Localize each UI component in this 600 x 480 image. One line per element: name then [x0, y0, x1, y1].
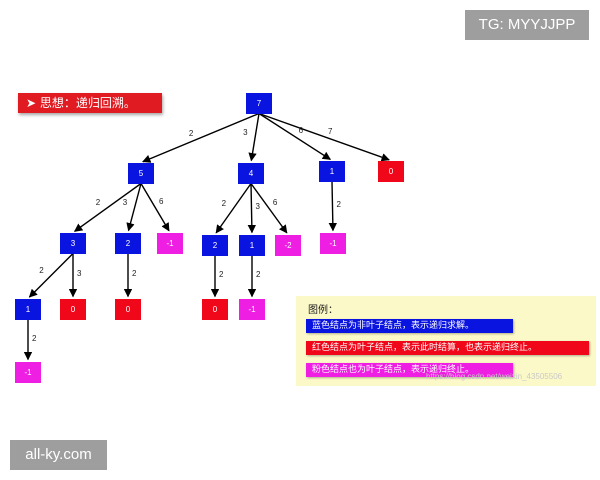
edge-label: 2 — [221, 199, 227, 209]
edge-n5-m1a — [140, 183, 170, 232]
tree-node-blue: 1 — [239, 234, 265, 256]
tree-node-red: 0 — [378, 160, 404, 182]
edge-n4-m2 — [250, 183, 288, 234]
tree-node-pink: -2 — [275, 234, 301, 256]
idea-title-box: ➤ 思想：递归回溯。 — [18, 93, 162, 113]
legend-faint-url: https://blog.csdn.net/weixin_43505506 — [426, 372, 563, 381]
tree-node-pink: -1 — [239, 298, 265, 320]
edge-label: 2 — [219, 270, 224, 279]
tree-node-pink: -1 — [15, 361, 41, 383]
tree-node-blue: 4 — [238, 162, 264, 184]
legend-title: 图例： — [308, 305, 338, 316]
edge-label: 2 — [336, 200, 341, 209]
tree-node-blue: 3 — [60, 232, 86, 254]
edge-label: 3 — [77, 269, 82, 278]
watermark-bottom: all-ky.com — [10, 440, 107, 470]
watermark-top: TG: MYYJJPP — [465, 10, 589, 40]
edge-label: 2 — [95, 198, 101, 208]
tree-node-red: 0 — [202, 298, 228, 320]
edge-label: 2 — [39, 266, 44, 276]
legend-item-red: 红色结点为叶子结点，表示此时结算，也表示递归终止。 — [306, 341, 589, 355]
edge-root-n1a — [258, 112, 332, 161]
edge-root-n0a — [258, 112, 390, 162]
legend-item-blue: 蓝色结点为非叶子结点，表示递归求解。 — [306, 319, 513, 333]
edge-label: 2 — [188, 128, 194, 138]
edge-label: 6 — [272, 198, 278, 208]
edge-label: 3 — [255, 202, 260, 211]
edge-label: 6 — [158, 197, 164, 207]
legend-item-pink: 粉色结点也为叶子结点，表示递归终止。 — [306, 363, 513, 377]
tree-node-blue: 7 — [246, 92, 272, 114]
tree-node-red: 0 — [60, 298, 86, 320]
edge-label: 2 — [32, 333, 37, 343]
edge-n4-n1b — [247, 183, 257, 234]
edge-label: 3 — [243, 128, 248, 137]
edge-n5-n2a — [126, 183, 142, 232]
edge-label: 6 — [298, 126, 304, 136]
tree-node-blue: 2 — [115, 232, 141, 254]
edge-root-n5 — [142, 112, 260, 163]
tree-node-pink: -1 — [320, 232, 346, 254]
tree-node-blue: 2 — [202, 234, 228, 256]
edge-label: 2 — [256, 270, 261, 279]
tree-node-blue: 1 — [15, 298, 41, 320]
edge-label: 2 — [132, 269, 137, 278]
edge-label: 7 — [328, 126, 333, 136]
tree-node-pink: -1 — [157, 232, 183, 254]
edge-n5-n3 — [73, 182, 142, 232]
tree-node-red: 0 — [115, 298, 141, 320]
edge-n1a-m1b — [328, 181, 338, 232]
edge-root-n4 — [248, 113, 260, 162]
tree-node-blue: 5 — [128, 162, 154, 184]
edge-n3-n1c — [28, 253, 74, 298]
edge-label: 3 — [122, 198, 128, 208]
tree-node-blue: 1 — [319, 160, 345, 182]
legend-box: 图例： 蓝色结点为非叶子结点，表示递归求解。 红色结点为叶子结点，表示此时结算，… — [296, 296, 596, 386]
edge-n4-n2b — [215, 183, 252, 234]
